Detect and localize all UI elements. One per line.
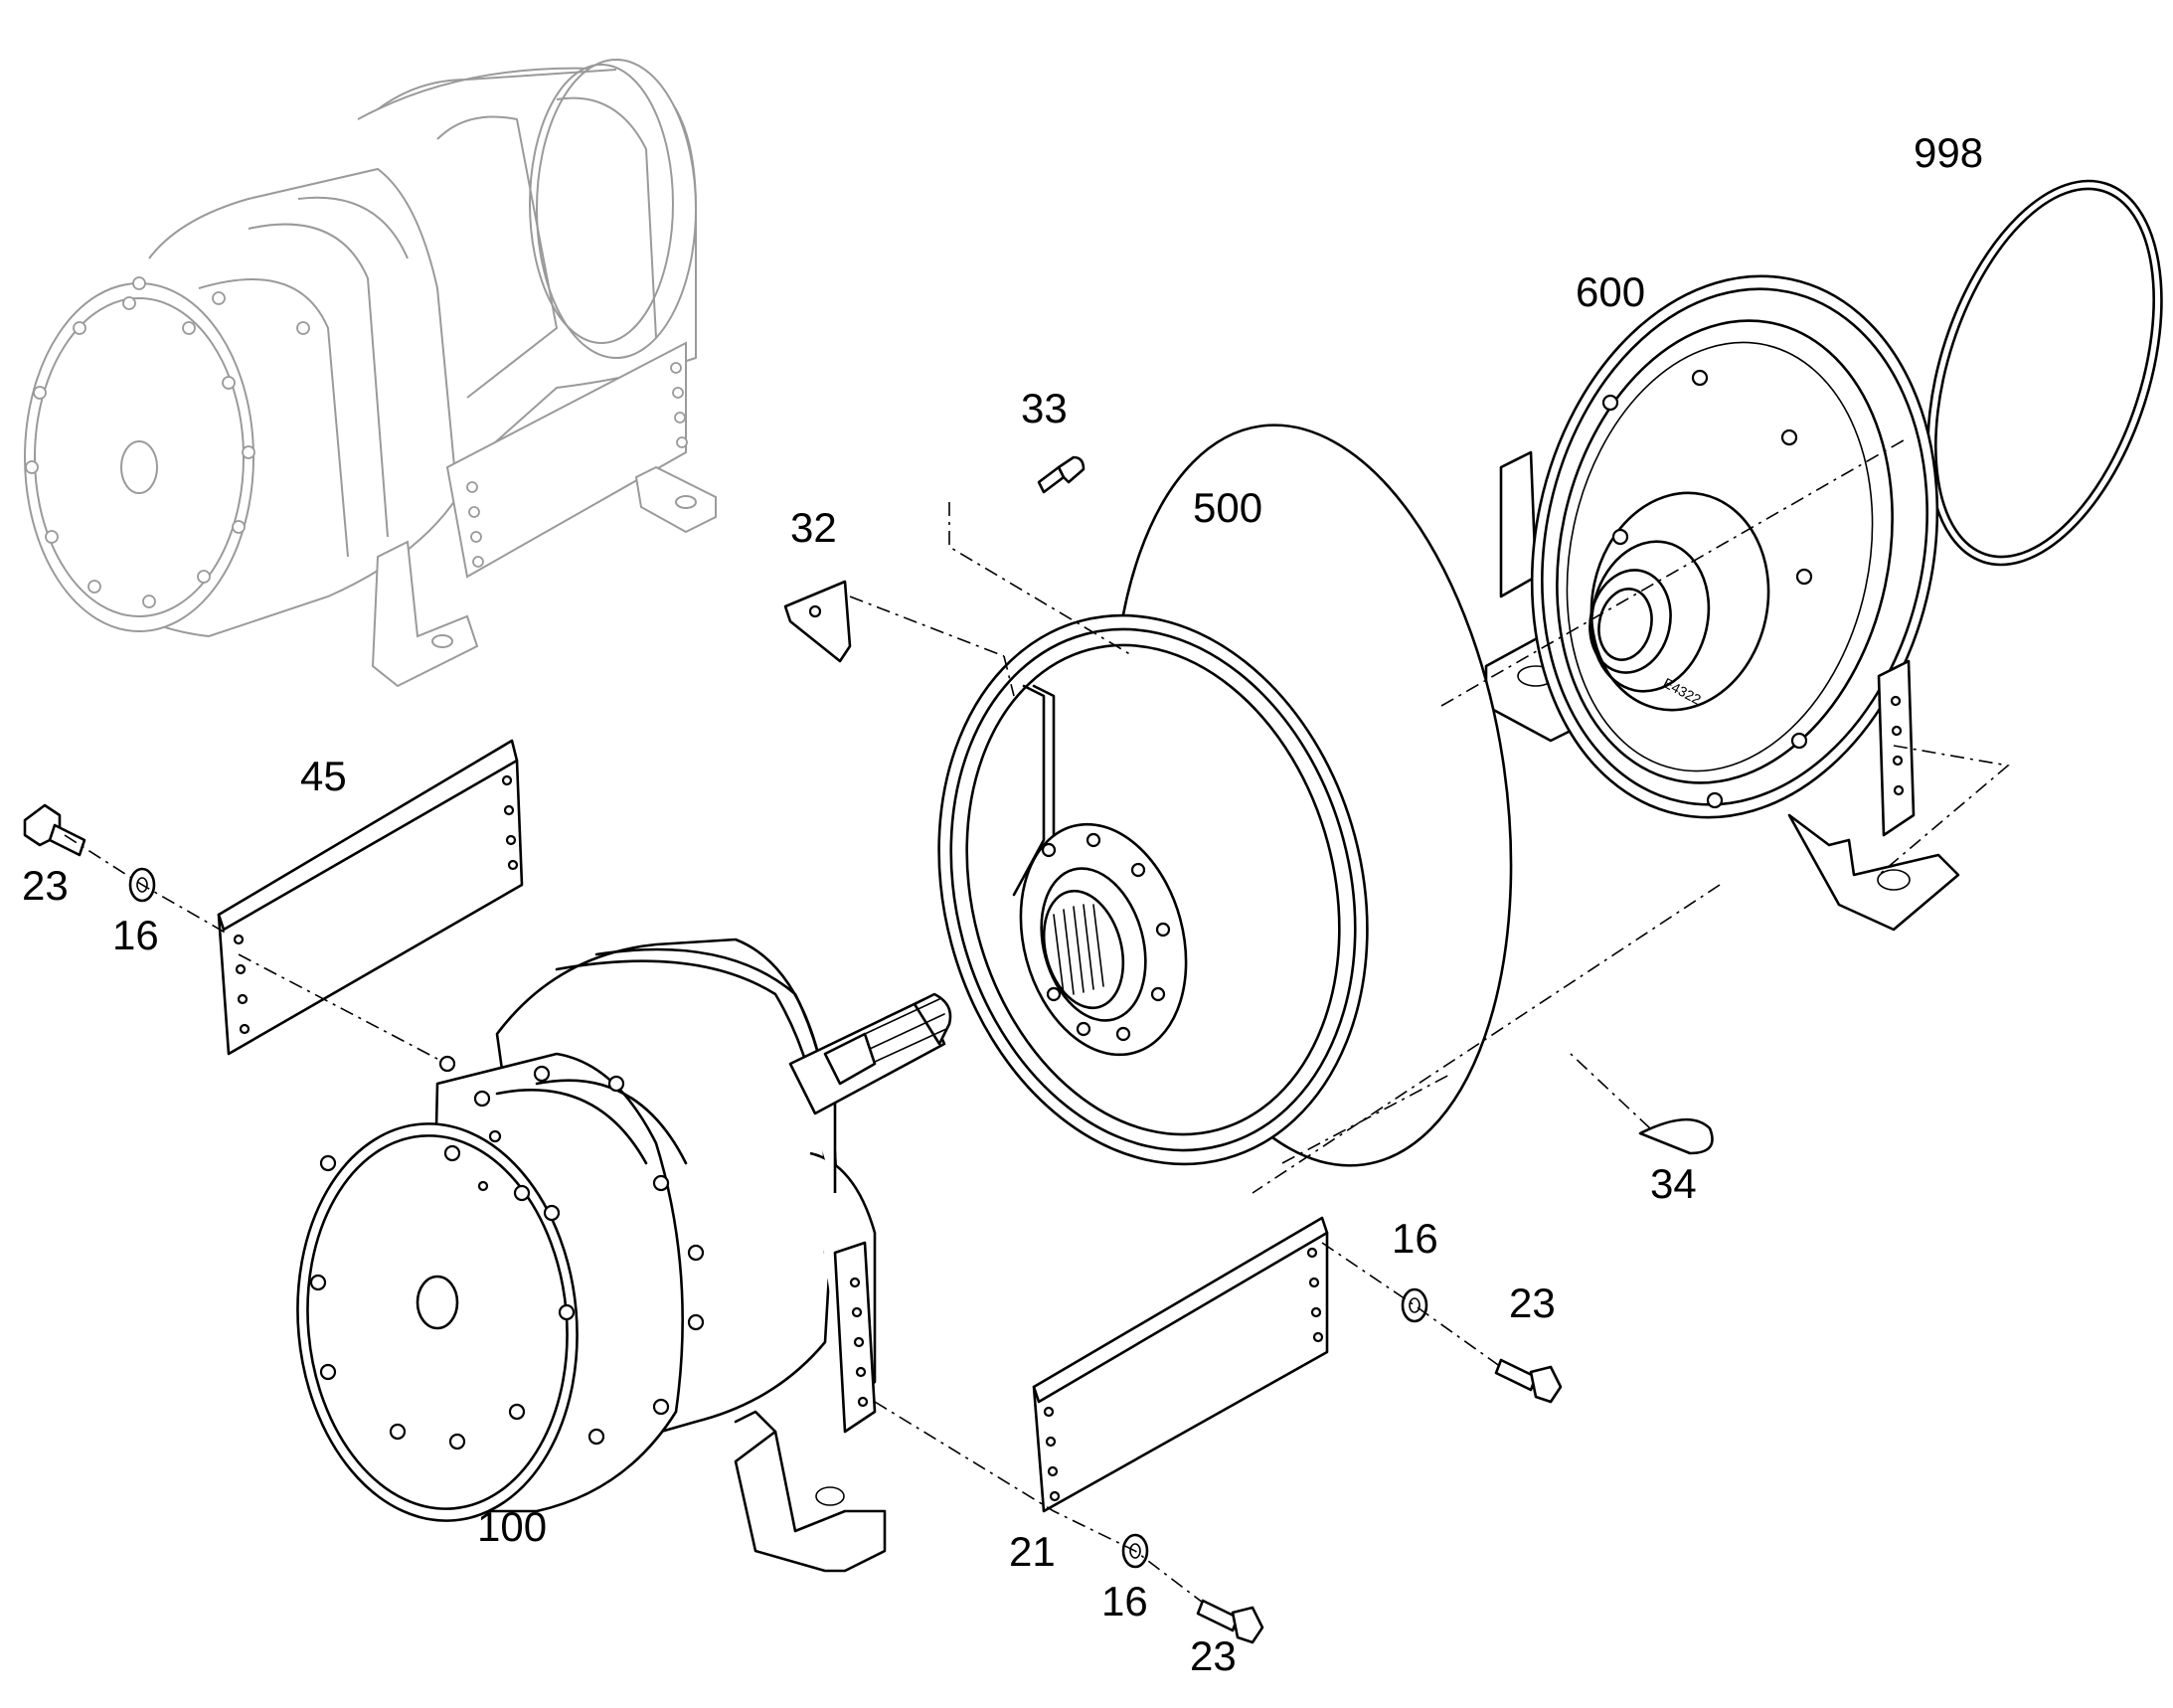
callout-23-left: 23 bbox=[22, 862, 69, 909]
callout-33: 33 bbox=[1021, 385, 1068, 431]
motor-bolt-circle bbox=[309, 1055, 705, 1451]
part-600-bearing-bracket: E4322 bbox=[1484, 274, 1960, 932]
callout-100: 100 bbox=[477, 1503, 547, 1550]
callout-600: 600 bbox=[1576, 268, 1645, 315]
callout-45: 45 bbox=[300, 753, 347, 799]
callout-16-bottom: 16 bbox=[1101, 1578, 1148, 1624]
part-500-drum bbox=[937, 424, 1513, 1167]
part-998-o-ring bbox=[1926, 179, 2163, 567]
part-23-bolt-right bbox=[1494, 1358, 1563, 1404]
preview-bolt-circle bbox=[25, 276, 310, 608]
part-33-screw bbox=[1037, 455, 1086, 494]
callout-998: 998 bbox=[1914, 129, 1983, 176]
part-45-cover-plate bbox=[217, 739, 524, 1056]
callout-23-right: 23 bbox=[1509, 1280, 1556, 1326]
part-23-bolt-left bbox=[23, 803, 86, 857]
part-100-motor-gearbox bbox=[296, 938, 952, 1573]
assembled-winch-preview bbox=[24, 59, 717, 688]
callout-500: 500 bbox=[1193, 484, 1262, 531]
callout-34: 34 bbox=[1650, 1160, 1697, 1207]
part-16-washer-right bbox=[1401, 1287, 1428, 1323]
callout-16-left: 16 bbox=[112, 912, 159, 958]
assembly-center-lines bbox=[64, 436, 2010, 1604]
callout-labels: 998 600 33 500 32 45 23 16 34 16 23 100 … bbox=[22, 129, 1983, 1679]
callout-23-bottom: 23 bbox=[1190, 1632, 1237, 1679]
part-23-bolt-bottom bbox=[1196, 1599, 1264, 1644]
callout-21: 21 bbox=[1009, 1528, 1056, 1575]
part-21-cover-plate bbox=[1032, 1216, 1329, 1513]
part-34-key bbox=[1638, 1117, 1714, 1155]
part-32-wedge bbox=[783, 580, 852, 663]
callout-16-right: 16 bbox=[1392, 1215, 1438, 1262]
callout-32: 32 bbox=[790, 504, 837, 551]
